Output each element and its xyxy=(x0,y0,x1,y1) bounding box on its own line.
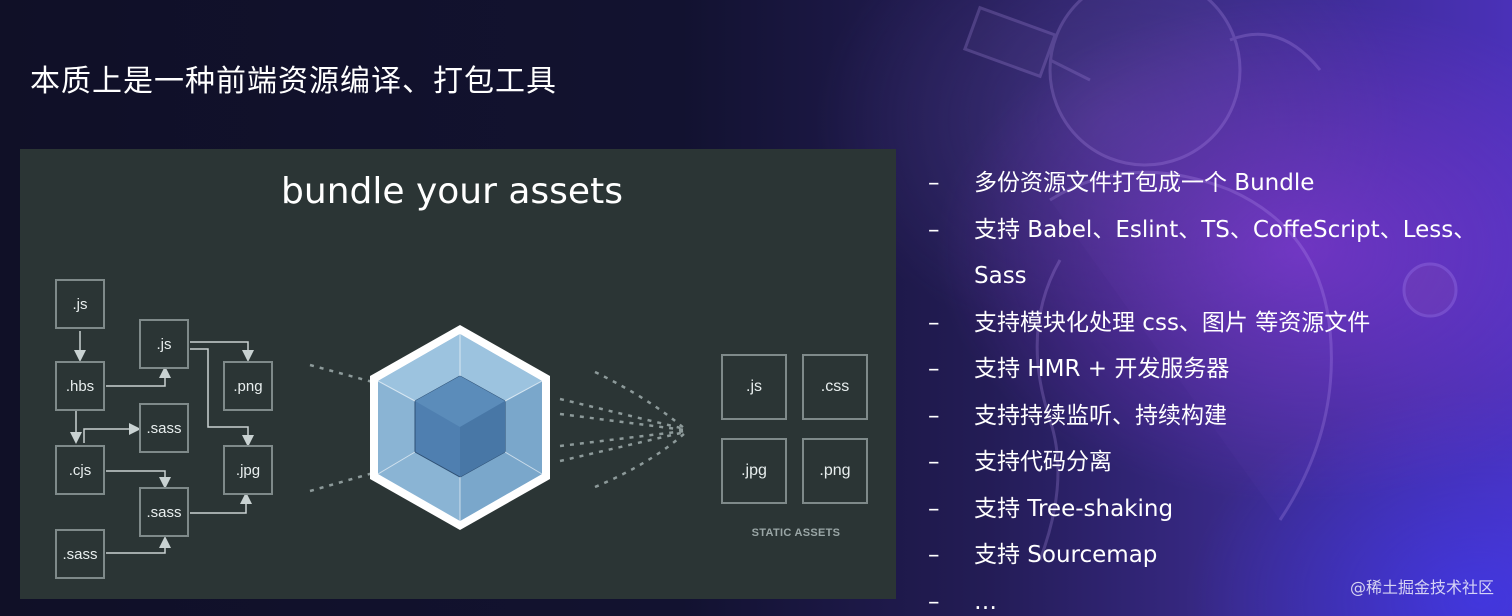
slide-title: 本质上是一种前端资源编译、打包工具 xyxy=(30,64,557,99)
flow-in-top xyxy=(309,363,381,386)
watermark: @稀土掘金技术社区 xyxy=(1349,578,1494,597)
feature-text: 多份资源文件打包成一个 Bundle xyxy=(974,170,1315,196)
feature-item: – 支持 HMR + 开发服务器 xyxy=(928,346,1512,393)
flow-out-arc-top xyxy=(594,370,686,430)
flow-in-bottom xyxy=(309,469,381,493)
connector-js-png xyxy=(190,341,254,362)
bullet-dash: – xyxy=(928,542,940,568)
bullet-dash: – xyxy=(928,216,940,243)
source-file-jpg: .jpg xyxy=(223,445,273,495)
feature-list: – 多份资源文件打包成一个 Bundle – 支持 Babel、Eslint、T… xyxy=(928,160,1512,616)
bullet-dash: – xyxy=(928,170,940,196)
bullet-dash: – xyxy=(928,402,940,429)
source-file-hbs: .hbs xyxy=(55,361,105,411)
diagram-graphics xyxy=(70,325,686,554)
connector-js-jpg xyxy=(190,348,254,447)
webpack-cube-icon xyxy=(370,325,550,530)
source-file-js: .js xyxy=(55,279,105,329)
feature-text: 支持 HMR + 开发服务器 xyxy=(974,356,1230,382)
feature-text: 支持 Tree-shaking xyxy=(974,495,1174,522)
bullet-dash: – xyxy=(928,356,940,382)
connector-sass3-sass2 xyxy=(106,536,171,554)
bullet-dash: – xyxy=(928,449,940,475)
static-asset-css: .css xyxy=(802,354,868,420)
connector-sass-jpg xyxy=(190,492,252,514)
feature-item: – … xyxy=(928,579,1512,616)
connector-cjs-sass xyxy=(83,423,141,443)
flow-out-2 xyxy=(559,412,686,432)
source-file-cjs: .cjs xyxy=(55,445,105,495)
bullet-dash: – xyxy=(928,588,940,615)
feature-item: – 支持模块化处理 css、图片 等资源文件 xyxy=(928,300,1512,347)
flow-out-3 xyxy=(559,429,686,448)
static-asset-png: .png xyxy=(802,438,868,504)
astronaut-illustration xyxy=(962,0,1458,561)
source-file-sass-3: .sass xyxy=(55,529,105,579)
bullet-dash: – xyxy=(928,495,940,522)
bullet-dash: – xyxy=(928,309,940,336)
feature-item: – 支持持续监听、持续构建 xyxy=(928,393,1512,440)
static-asset-jpg: .jpg xyxy=(721,438,787,504)
feature-text: 支持 Babel、Eslint、TS、CoffeScript、Less、Sass xyxy=(974,216,1477,290)
feature-text: 支持模块化处理 css、图片 等资源文件 xyxy=(974,309,1371,336)
feature-item: – 多份资源文件打包成一个 Bundle xyxy=(928,160,1512,207)
flow-out-arc-bottom xyxy=(594,432,686,489)
feature-text: 支持 Sourcemap xyxy=(974,542,1158,568)
feature-text: 支持代码分离 xyxy=(974,449,1112,475)
source-file-png: .png xyxy=(223,361,273,411)
flow-out-1 xyxy=(559,397,686,431)
connector-cjs-sass2 xyxy=(106,470,171,489)
source-file-sass-2: .sass xyxy=(139,487,189,537)
feature-text: 支持持续监听、持续构建 xyxy=(974,402,1227,429)
bundle-diagram: bundle your assets xyxy=(20,149,896,599)
static-assets-label: STATIC ASSETS xyxy=(751,527,841,539)
feature-item: – 支持代码分离 xyxy=(928,439,1512,486)
feature-item: – 支持 Sourcemap xyxy=(928,532,1512,579)
feature-text: … xyxy=(974,588,997,615)
feature-item: – 支持 Babel、Eslint、TS、CoffeScript、Less、Sa… xyxy=(928,207,1512,300)
connector-hbs-js xyxy=(106,366,171,387)
source-file-sass: .sass xyxy=(139,403,189,453)
feature-item: – 支持 Tree-shaking xyxy=(928,486,1512,533)
flow-out-4 xyxy=(559,430,686,463)
diagram-title: bundle your assets xyxy=(281,171,623,212)
source-file-js-2: .js xyxy=(139,319,189,369)
static-asset-js: .js xyxy=(721,354,787,420)
